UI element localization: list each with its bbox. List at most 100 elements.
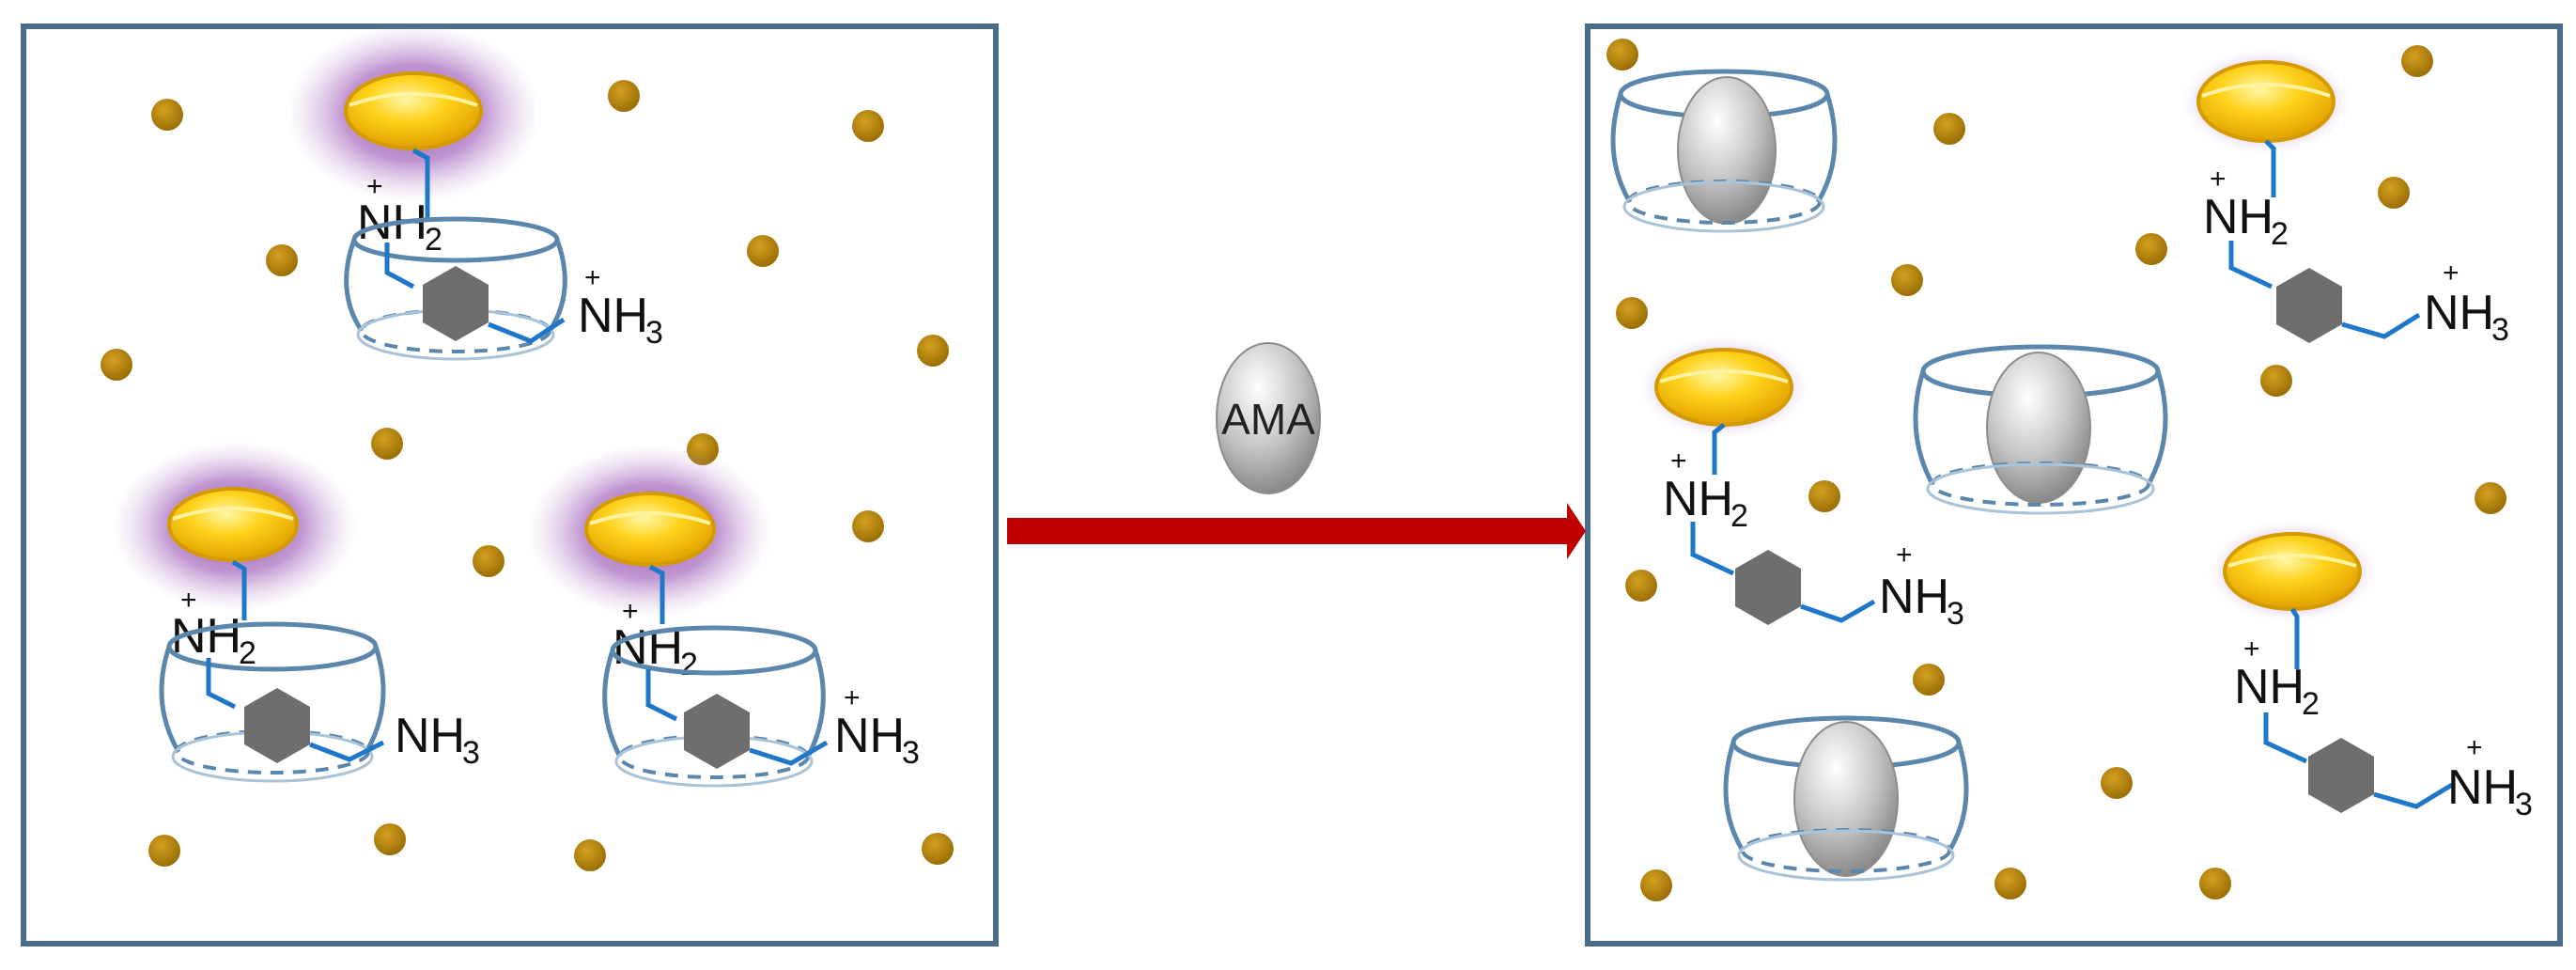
fluorophore-icon [2196,60,2335,143]
nh2-label: NH [2203,190,2273,244]
gold-dot-icon [266,244,298,276]
linker-line [2228,241,2273,289]
svg-text:+: + [584,262,601,293]
linker-line [749,740,829,766]
svg-text:3: 3 [2491,312,2509,348]
gold-dot-icon [148,835,180,867]
fluorophore-icon [2223,532,2362,611]
gold-dot-icon [101,349,132,381]
gold-dot-icon [1640,869,1672,901]
gold-dot-icon [852,510,884,542]
gold-dot-icon [747,235,779,267]
gold-dot-icon [473,545,504,577]
linker-line [488,317,566,344]
linker-line [384,242,415,289]
nh3-label: NH [2447,760,2518,815]
svg-text:+: + [2466,732,2483,763]
linker-line [648,564,665,624]
hexagon-ring-icon [244,688,310,763]
linker-line [411,148,430,218]
gold-dot-icon [2101,767,2133,799]
fluorophore-icon [344,71,483,150]
svg-text:2: 2 [2271,216,2289,252]
nh3-label: NH [395,709,465,763]
svg-text:3: 3 [1947,596,1964,632]
svg-text:2: 2 [239,635,256,671]
hexagon-ring-icon [1735,550,1801,625]
hexagon-ring-icon [423,266,489,341]
nh3-label: NH [834,709,905,763]
gold-dot-icon [1606,39,1638,70]
nh3-label: NH [2424,286,2494,340]
dots [101,39,2506,901]
linker-line [231,559,247,620]
gold-dot-icon [151,99,183,131]
grey-egg-guest-icon [1793,721,1899,877]
free-probe-bottom-right: + NH 2 + NH 3 [2208,521,2533,822]
fluorophore-icon [584,492,716,567]
svg-text:+: + [366,171,383,202]
gold-dot-icon [574,839,606,871]
gold-dot-icon [608,80,640,112]
complex-bottom-right: + NH 2 + NH 3 [528,445,920,788]
gold-dot-icon [2378,177,2410,209]
linker-line [2341,312,2421,339]
gold-dot-icon [917,335,949,367]
nh3-label: NH [1879,570,1949,624]
gold-dot-icon [1808,480,1840,512]
nh3-label: NH [578,289,648,343]
svg-text:+: + [622,596,639,627]
complex-top: + NH 2 + NH 3 [287,23,663,361]
svg-text:+: + [1670,446,1687,477]
svg-text:3: 3 [902,735,920,771]
gold-dot-icon [1933,113,1965,145]
linker-line [2289,607,2300,669]
svg-text:2: 2 [2302,686,2320,722]
gold-dot-icon [922,833,954,865]
gold-dot-icon [1616,297,1648,329]
svg-text:2: 2 [680,647,698,682]
svg-text:3: 3 [2515,787,2533,822]
linker-line [1690,522,1735,576]
left-panel [21,23,999,947]
reaction-arrow [1007,503,1586,559]
linker-line [2264,139,2276,197]
complex-bottom-left: + NH 2 NH 3 [113,442,480,783]
svg-text:2: 2 [425,222,442,258]
linker-line [206,658,237,710]
hexagon-ring-icon [2276,268,2342,343]
svg-text:+: + [1896,540,1913,571]
nh2-label: NH [1663,472,1733,526]
svg-text:+: + [2443,258,2460,289]
fluorophore-icon [167,487,299,562]
gold-dot-icon [1625,570,1657,602]
linker-line [2263,712,2308,764]
linker-line [309,740,385,762]
svg-text:3: 3 [645,315,663,351]
cavitand-guest-1 [1610,69,1838,233]
gold-dot-icon [2401,45,2433,77]
free-probe-middle-left: + NH 2 + NH 3 [1639,336,1964,632]
gold-dot-icon [374,823,406,855]
svg-text:2: 2 [1730,498,1748,534]
fluorophore-icon [1654,348,1793,427]
linker-line [645,669,678,722]
gold-dot-icon [1994,868,2026,900]
linker-line [1712,423,1726,475]
gold-dot-icon [1913,664,1945,696]
cavitand-guest-3 [1723,715,1969,882]
svg-text:+: + [2210,164,2227,195]
gold-dot-icon [852,110,884,142]
svg-text:+: + [844,682,861,713]
hexagon-ring-icon [684,694,750,769]
ama-label: AMA [1221,395,1315,444]
gold-dot-icon [2199,868,2231,900]
cavitand-guest-2 [1913,344,2168,515]
gold-dot-icon [2135,233,2167,265]
linker-line [2373,782,2454,809]
hexagon-ring-icon [2308,738,2374,813]
linker-line [1800,599,1876,623]
gold-dot-icon [2475,482,2506,514]
ama-guest-icon: AMA [1216,342,1321,494]
